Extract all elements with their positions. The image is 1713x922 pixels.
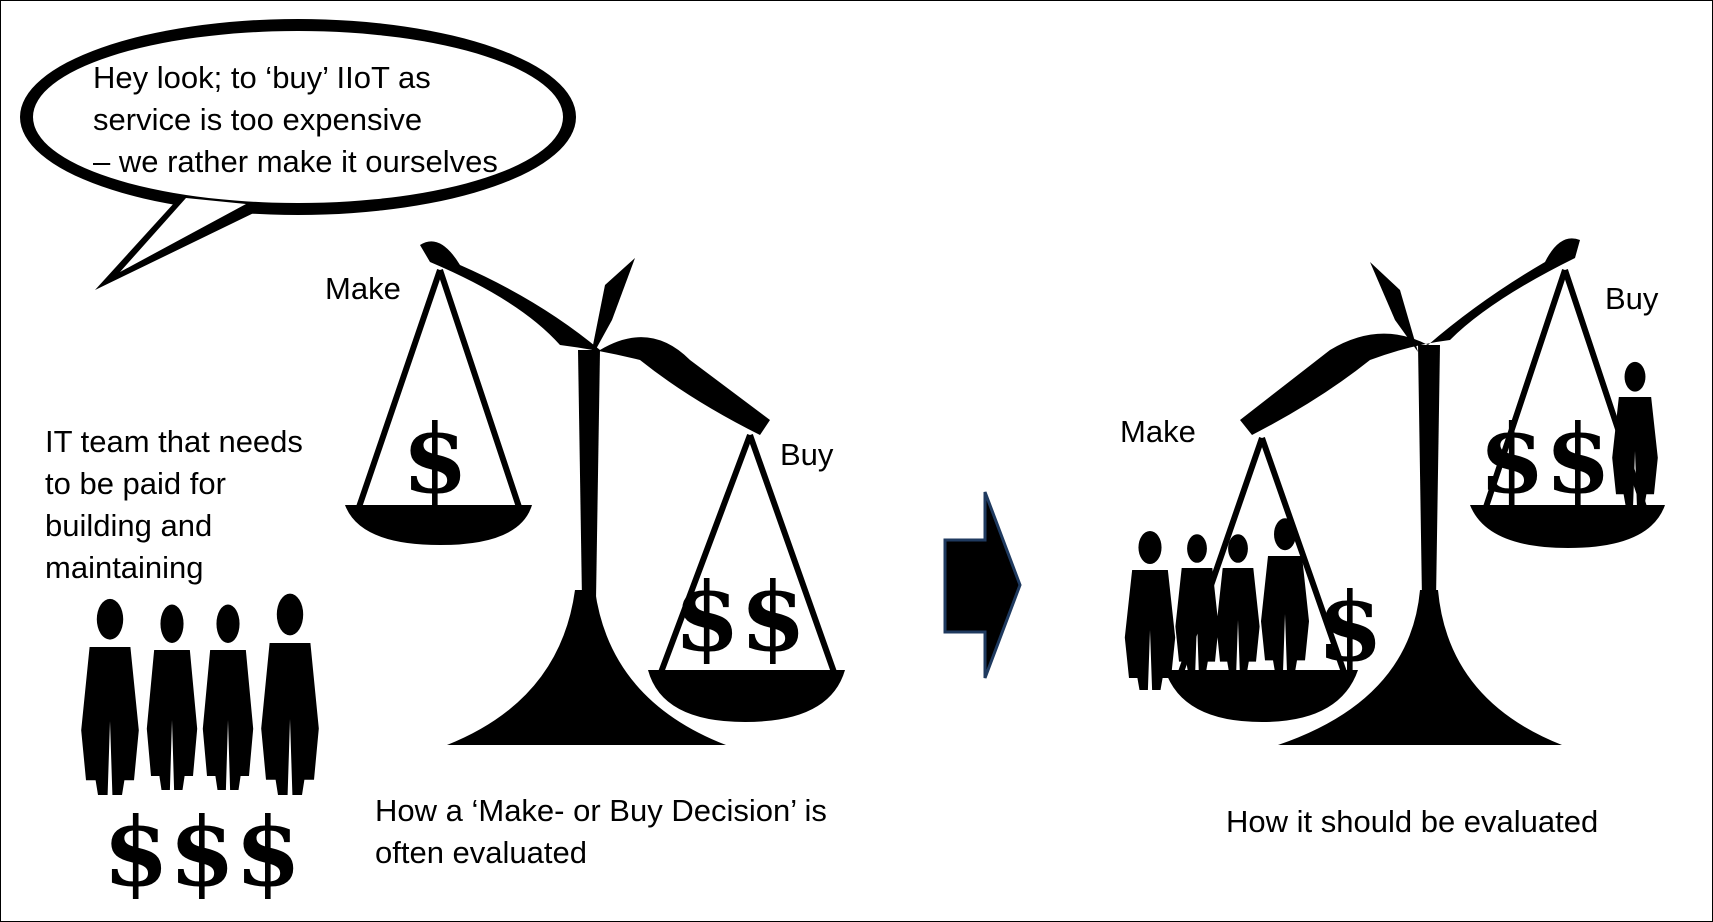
dollar-sign-icon: $$ — [1479, 404, 1611, 515]
speech-line: – we rather make it ourselves — [93, 144, 498, 179]
balance-scale-icon — [345, 241, 845, 745]
speech-line: Hey look; to ‘buy’ IIoT as — [93, 60, 431, 95]
caption-line: often evaluated — [375, 835, 588, 870]
people-silhouette-icon — [81, 593, 319, 795]
speech-bubble-text: Hey look; to ‘buy’ IIoT as service is to… — [93, 57, 498, 183]
arrow-right-icon — [943, 491, 1022, 679]
people-silhouette-icon — [1124, 518, 1309, 690]
note-line: to be paid for — [45, 466, 226, 501]
it-team-note: IT team that needs to be paid for buildi… — [45, 421, 303, 589]
right-buy-label: Buy — [1605, 281, 1659, 316]
dollar-sign-icon: $$$ — [103, 797, 301, 908]
dollar-sign-icon: $ — [402, 404, 468, 515]
note-line: maintaining — [45, 550, 204, 585]
dollar-sign-icon: $ — [1317, 572, 1383, 683]
note-line: building and — [45, 508, 213, 543]
left-make-label: Make — [325, 271, 401, 306]
right-make-label: Make — [1120, 414, 1196, 449]
left-caption: How a ‘Make- or Buy Decision’ is often e… — [375, 790, 827, 874]
right-caption: How it should be evaluated — [1226, 804, 1599, 839]
speech-bubble-icon — [20, 19, 576, 290]
note-line: IT team that needs — [45, 424, 303, 459]
caption-line: How a ‘Make- or Buy Decision’ is — [375, 793, 827, 828]
dollar-sign-icon: $$ — [674, 562, 806, 673]
left-buy-label: Buy — [780, 437, 834, 472]
speech-line: service is too expensive — [93, 102, 423, 137]
